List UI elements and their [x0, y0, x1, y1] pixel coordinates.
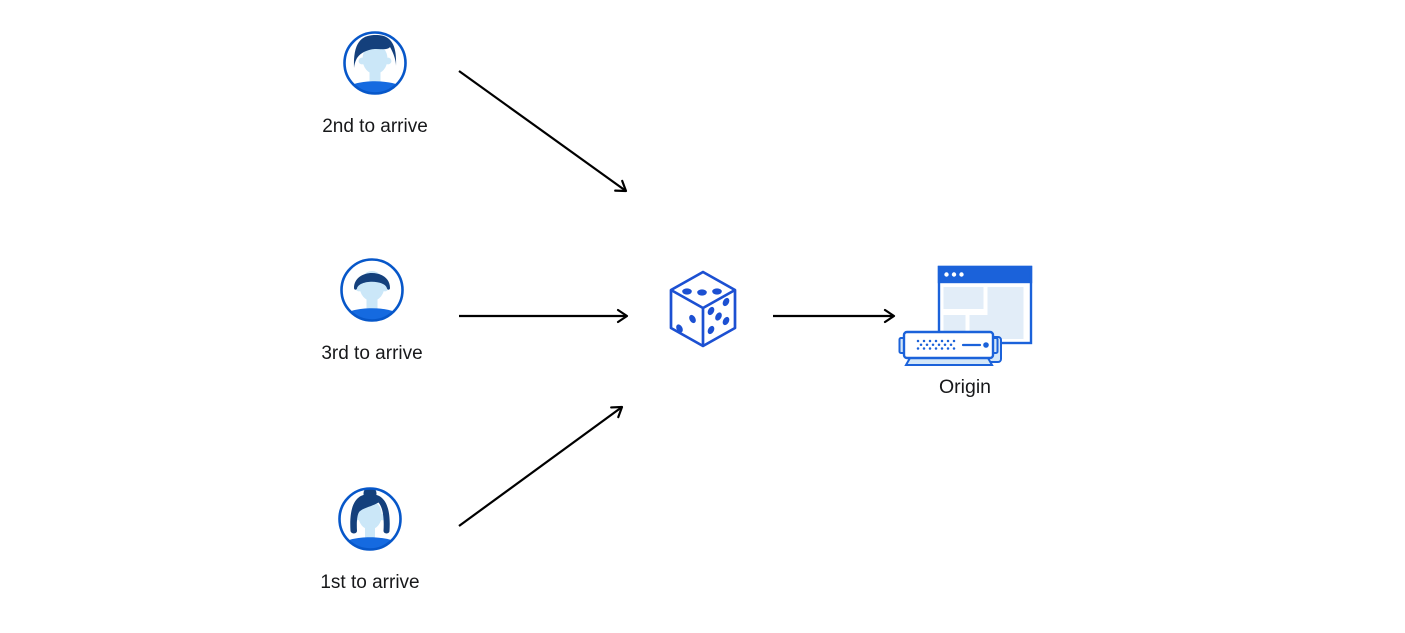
- server-appliance-icon: [898, 330, 1002, 366]
- origin-server-icon: [898, 265, 1033, 366]
- window-dot: [951, 272, 957, 277]
- server-vent-dots: [916, 339, 956, 350]
- origin-label: Origin: [938, 376, 992, 398]
- server-led-dot: [983, 342, 989, 348]
- user-avatar-woman-bun-icon: [338, 487, 402, 551]
- window-dot: [944, 272, 949, 277]
- window-dot: [959, 272, 964, 277]
- client-label-1st: 1st to arrive: [320, 572, 420, 593]
- origin-node: Origin: [890, 258, 1040, 399]
- arrow-2nd-to-dice: [458, 70, 628, 193]
- client-label-3rd: 3rd to arrive: [321, 343, 423, 364]
- user-avatar-man-flat-top-icon: [340, 258, 404, 322]
- browser-window-icon: [937, 265, 1033, 345]
- client-node-2nd: 2nd to arrive: [300, 30, 450, 138]
- client-node-3rd: 3rd to arrive: [297, 257, 447, 365]
- dice-node: [667, 268, 739, 352]
- dice-icon: [669, 270, 737, 348]
- user-avatar-man-swept-hair-icon: [343, 31, 407, 95]
- client-label-2nd: 2nd to arrive: [322, 116, 428, 137]
- client-node-1st: 1st to arrive: [295, 486, 445, 594]
- arrow-1st-to-dice: [458, 405, 624, 527]
